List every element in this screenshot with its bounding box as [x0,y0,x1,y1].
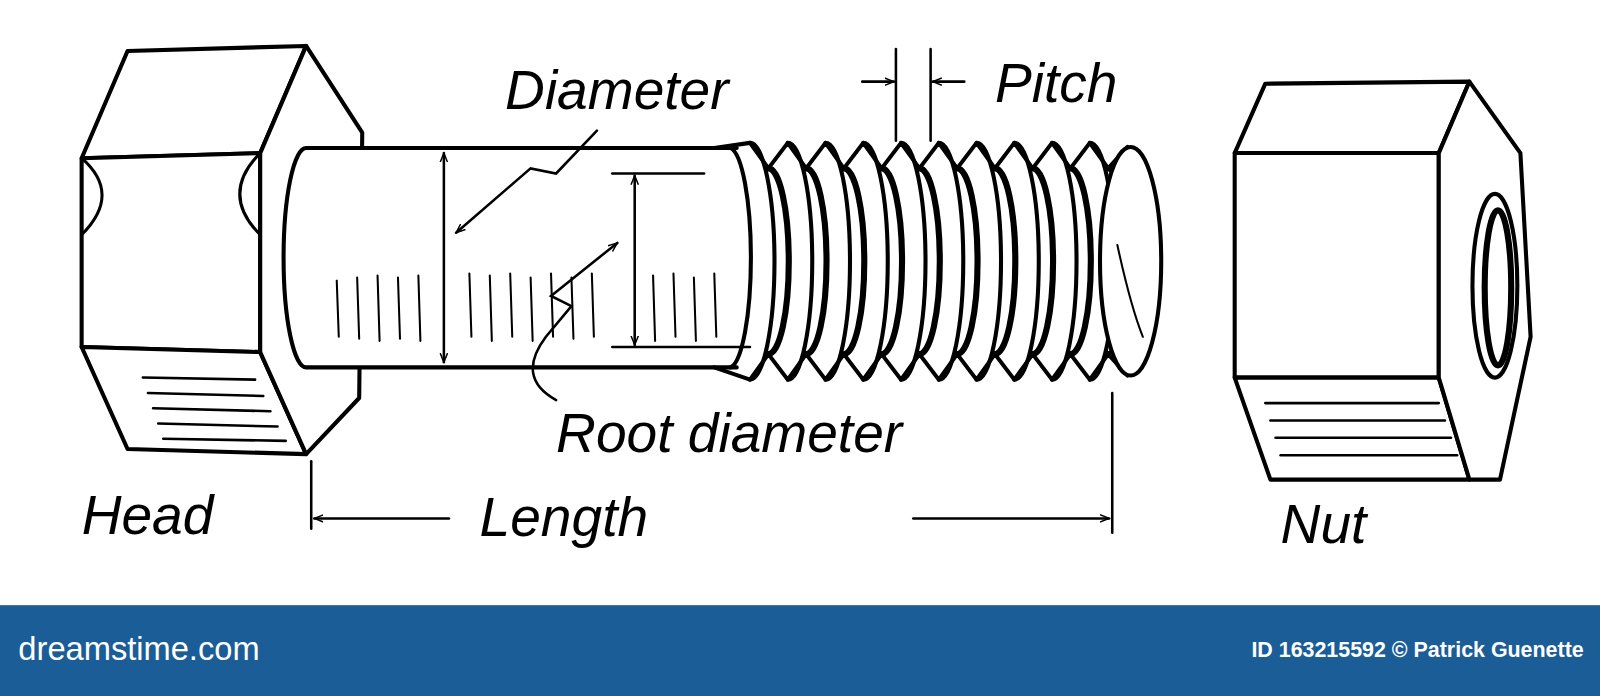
head-front-flat [82,153,261,352]
part-label: Nut [1281,497,1367,552]
bolt-threads [714,143,1161,380]
dimension-label: Pitch [995,56,1117,111]
bolt-shank [284,148,737,367]
dimension-label: Root diameter [556,406,902,461]
dimension-lines [311,49,1112,533]
head-hatching [143,378,286,441]
footer-credit: ID 163215592 © Patrick Guenette [1251,640,1583,661]
part-label: Head [82,488,214,543]
shank-hatching [337,274,717,341]
dimension-label: Length [480,490,649,545]
nut [1235,82,1531,480]
footer-bar [0,605,1600,696]
dimension-label: Diameter [505,63,729,118]
head-chamfer [82,153,261,235]
footer-site: dreamstime.com [18,633,259,666]
